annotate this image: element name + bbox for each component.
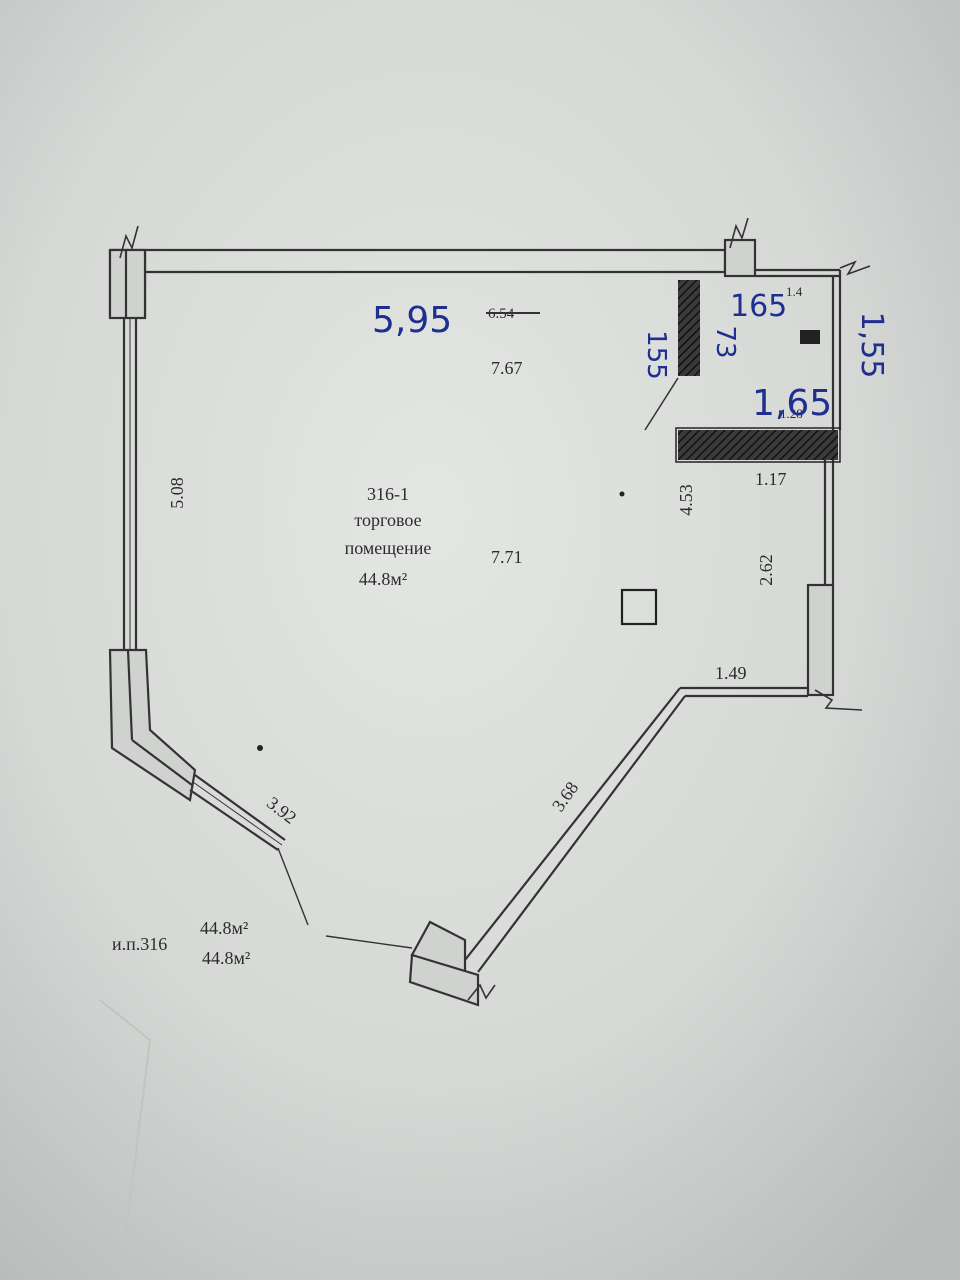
handwritten-small-width: 1,65: [752, 383, 832, 424]
room-name-line2: помещение: [345, 538, 432, 558]
dim-small-room-width: 1.17: [755, 469, 787, 489]
wall-break-marks: [119, 217, 871, 1001]
dim-step: 1.49: [715, 663, 747, 683]
handwritten-partition-mark: 73: [710, 325, 740, 358]
summary-area-2: 44.8м²: [202, 948, 250, 968]
walls: [108, 238, 842, 1007]
dim-middle: 7.71: [491, 547, 523, 567]
dim-small-room-top: 1.4: [786, 284, 803, 299]
dim-top-inner: 7.67: [491, 358, 523, 378]
dim-small-room-partial: 1.28: [780, 406, 803, 421]
partition-horizontal-hatched: [678, 430, 838, 460]
summary-label: и.п.316: [112, 934, 167, 954]
handwritten-partition-left: 155: [641, 330, 671, 380]
dim-left-wall: 5.08: [167, 477, 187, 509]
partition-vertical-hatched: [678, 280, 700, 376]
room-name-line1: торговое: [354, 510, 421, 530]
dim-right-wall: 2.62: [756, 554, 776, 586]
summary-leaders: [277, 847, 413, 949]
paper-fold: [99, 999, 152, 1280]
speck: [619, 491, 625, 497]
column-square: [620, 588, 658, 626]
summary-area-1: 44.8м²: [200, 918, 248, 938]
handwritten-right-height: 1,55: [854, 312, 889, 379]
speck: [257, 745, 263, 751]
room-area: 44.8м²: [359, 569, 407, 589]
room-number: 316-1: [367, 484, 409, 504]
handwritten-small-top: 165: [730, 289, 787, 324]
dim-partition: 4.53: [676, 484, 696, 516]
leader-line: [644, 377, 679, 431]
partition-outline: [675, 427, 841, 463]
handwritten-top-width: 5,95: [372, 300, 452, 341]
small-room-marker: [800, 330, 820, 344]
